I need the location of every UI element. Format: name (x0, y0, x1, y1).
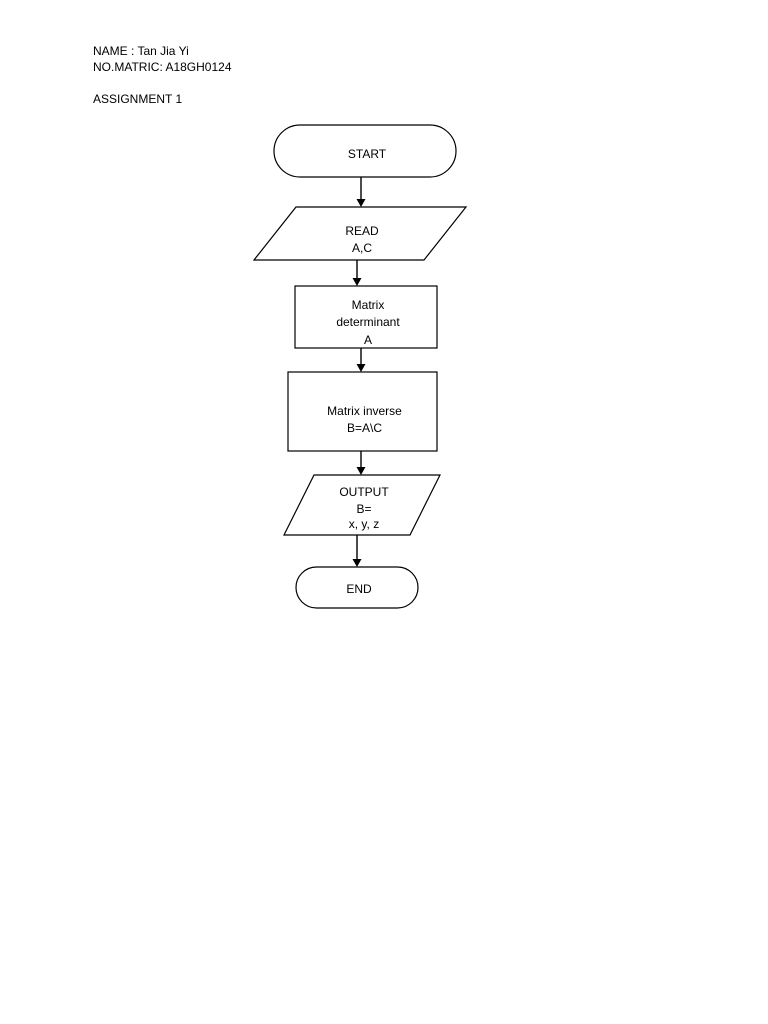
arrow-head-icon (356, 467, 366, 475)
matric-number-label: NO.MATRIC: A18GH0124 (93, 60, 232, 74)
output-io-shape (283, 474, 441, 536)
determinant-label-line: Matrix (352, 298, 385, 312)
read-label-line: A,C (352, 241, 372, 255)
determinant-label-line: A (364, 333, 372, 347)
node-end: END (295, 566, 419, 609)
inverse-label-line: B=A\C (347, 421, 382, 435)
arrow-start-to-read (356, 177, 366, 207)
arrow-head-icon (356, 364, 366, 372)
determinant-label-line: determinant (336, 315, 400, 329)
inverse-process-shape (287, 371, 438, 452)
node-output: OUTPUT B=x, y, z (283, 474, 441, 536)
output-label-line: x, y, z (349, 517, 379, 531)
read-label-line: READ (345, 224, 379, 238)
end-terminal-shape (295, 566, 419, 609)
arrow-determinant-to-inverse (356, 348, 366, 372)
read-io-shape (252, 206, 468, 261)
start-label-line: START (348, 147, 387, 161)
node-start: START (273, 124, 457, 178)
end-label-line: END (346, 582, 372, 596)
arrow-inverse-to-output (356, 451, 366, 475)
arrow-output-to-end (352, 535, 362, 567)
inverse-label-line: Matrix inverse (327, 404, 402, 418)
arrow-head-icon (356, 199, 366, 207)
node-read: READ A,C (252, 206, 468, 261)
assignment-title: ASSIGNMENT 1 (93, 92, 183, 106)
arrow-head-icon (352, 559, 362, 567)
output-label-line: OUTPUT (339, 485, 389, 499)
arrow-read-to-determinant (352, 260, 362, 286)
output-label-line: B= (356, 502, 371, 516)
determinant-process-shape (294, 285, 438, 349)
arrow-head-icon (352, 278, 362, 286)
start-terminal-shape (273, 124, 457, 178)
student-name-label: NAME : Tan Jia Yi (93, 44, 189, 58)
